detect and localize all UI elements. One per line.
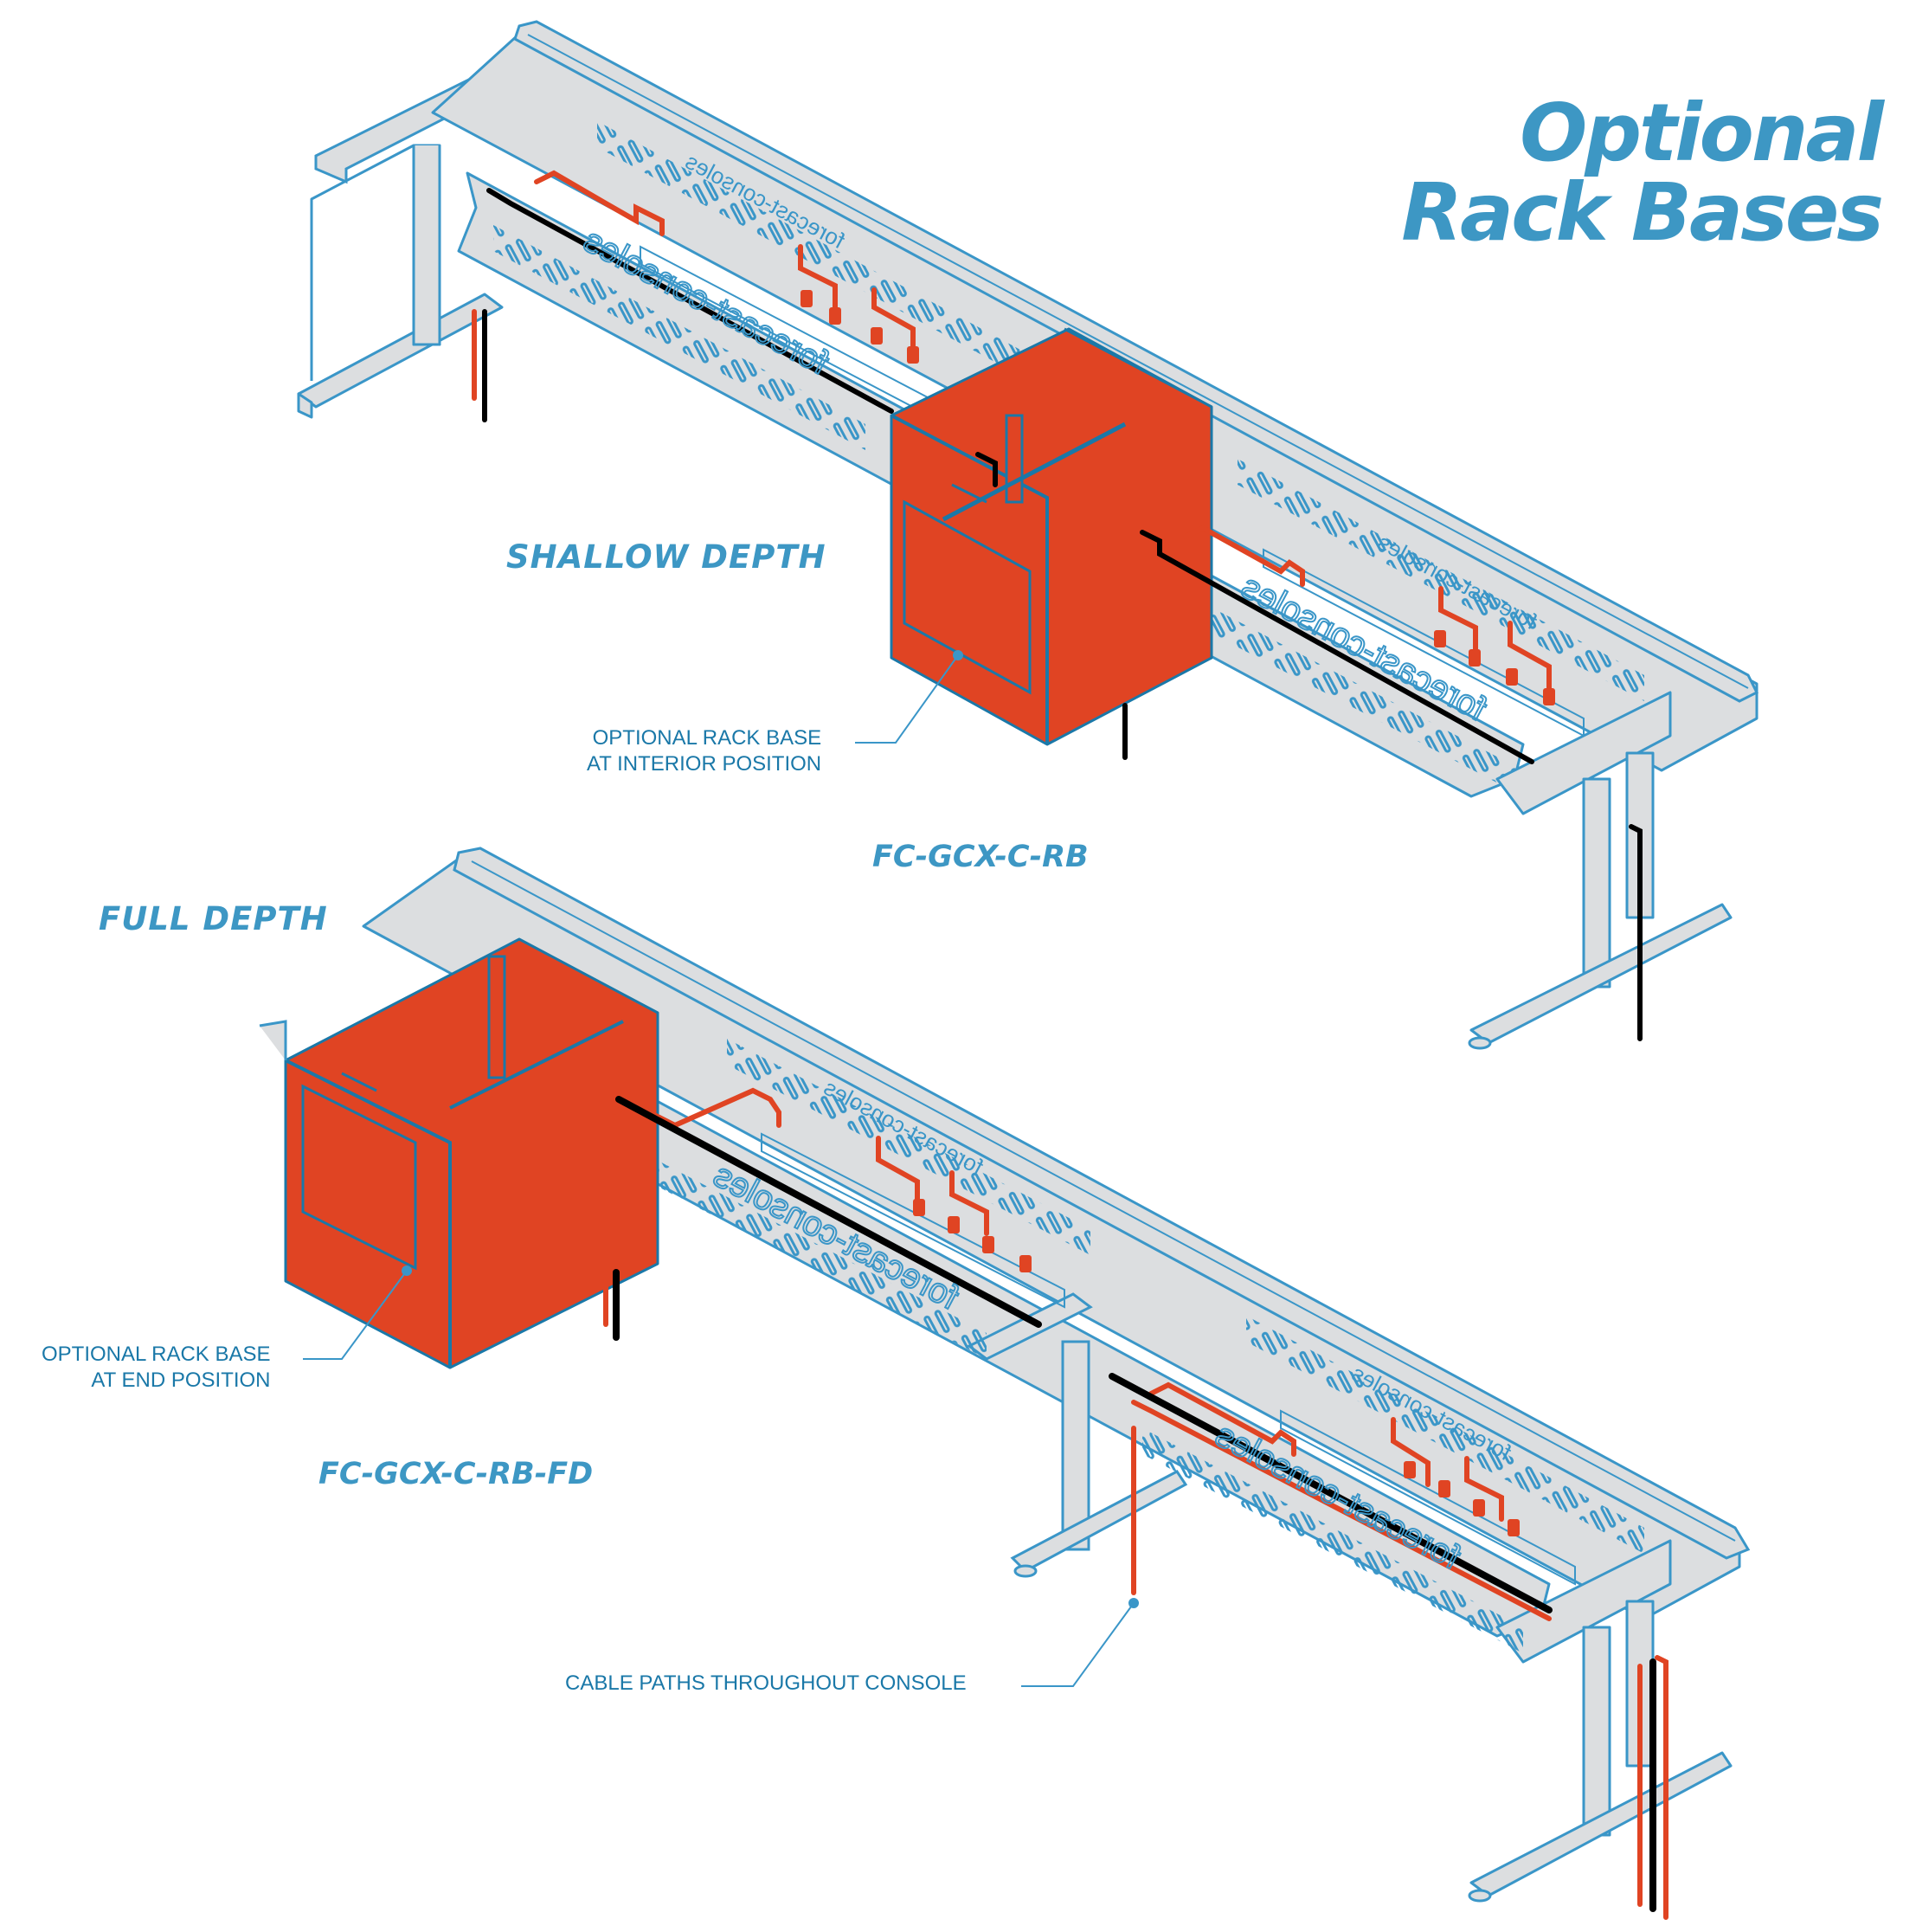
cable-paths-callout: CABLE PATHS THROUGHOUT CONSOLE xyxy=(565,1671,967,1695)
rack-base-interior xyxy=(890,327,1213,746)
shallow-depth-console: forecast-consoles forecast-consoles fore… xyxy=(297,20,1759,1050)
red-cables xyxy=(603,1087,1668,1920)
page-title: Optional Rack Bases xyxy=(1401,87,1884,259)
interior-rack-callout-line-2: AT INTERIOR POSITION xyxy=(587,752,822,776)
rack-base-end xyxy=(259,937,659,1369)
vent-slots xyxy=(1142,571,1523,796)
plug-heads xyxy=(913,1199,1520,1536)
full-depth-model: FC-GCX-C-RB-FD xyxy=(318,1457,594,1491)
end-rack-callout-line-1: OPTIONAL RACK BASE xyxy=(42,1343,271,1366)
shallow-depth-heading: SHALLOW DEPTH xyxy=(506,538,826,576)
red-cables xyxy=(472,170,1552,691)
full-depth-console: forecast-consoles forecast-consoles fore… xyxy=(259,847,1751,1920)
end-rack-callout: OPTIONAL RACK BASE AT END POSITION xyxy=(42,1342,271,1394)
shallow-depth-model: FC-GCX-C-RB xyxy=(872,840,1089,874)
end-rack-callout-line-2: AT END POSITION xyxy=(91,1368,271,1392)
page-title-line-2: Rack Bases xyxy=(1401,166,1884,259)
vent-slots xyxy=(1246,1316,1644,1554)
interior-rack-callout: OPTIONAL RACK BASE AT INTERIOR POSITION xyxy=(587,725,821,777)
vent-slots xyxy=(1238,459,1644,701)
page-title-line-1: Optional xyxy=(1520,87,1884,179)
vent-slots xyxy=(597,121,1030,381)
vent-slots xyxy=(493,225,865,450)
vent-slots xyxy=(727,1039,1090,1255)
full-depth-heading: FULL DEPTH xyxy=(99,900,328,937)
middle-leg xyxy=(967,1292,1188,1578)
cable-callout-leader xyxy=(1021,1598,1139,1687)
top-rail xyxy=(513,20,1759,703)
interior-rack-callout-leader xyxy=(855,650,963,744)
left-end-leg xyxy=(297,144,504,419)
black-cables xyxy=(482,188,1643,1041)
black-cables xyxy=(613,1096,1656,1912)
vent-slots xyxy=(632,1147,987,1359)
plug-heads xyxy=(800,290,1555,705)
interior-rack-callout-line-1: OPTIONAL RACK BASE xyxy=(592,726,822,750)
vent-slots xyxy=(1142,1428,1523,1653)
end-rack-callout-leader xyxy=(303,1265,412,1360)
